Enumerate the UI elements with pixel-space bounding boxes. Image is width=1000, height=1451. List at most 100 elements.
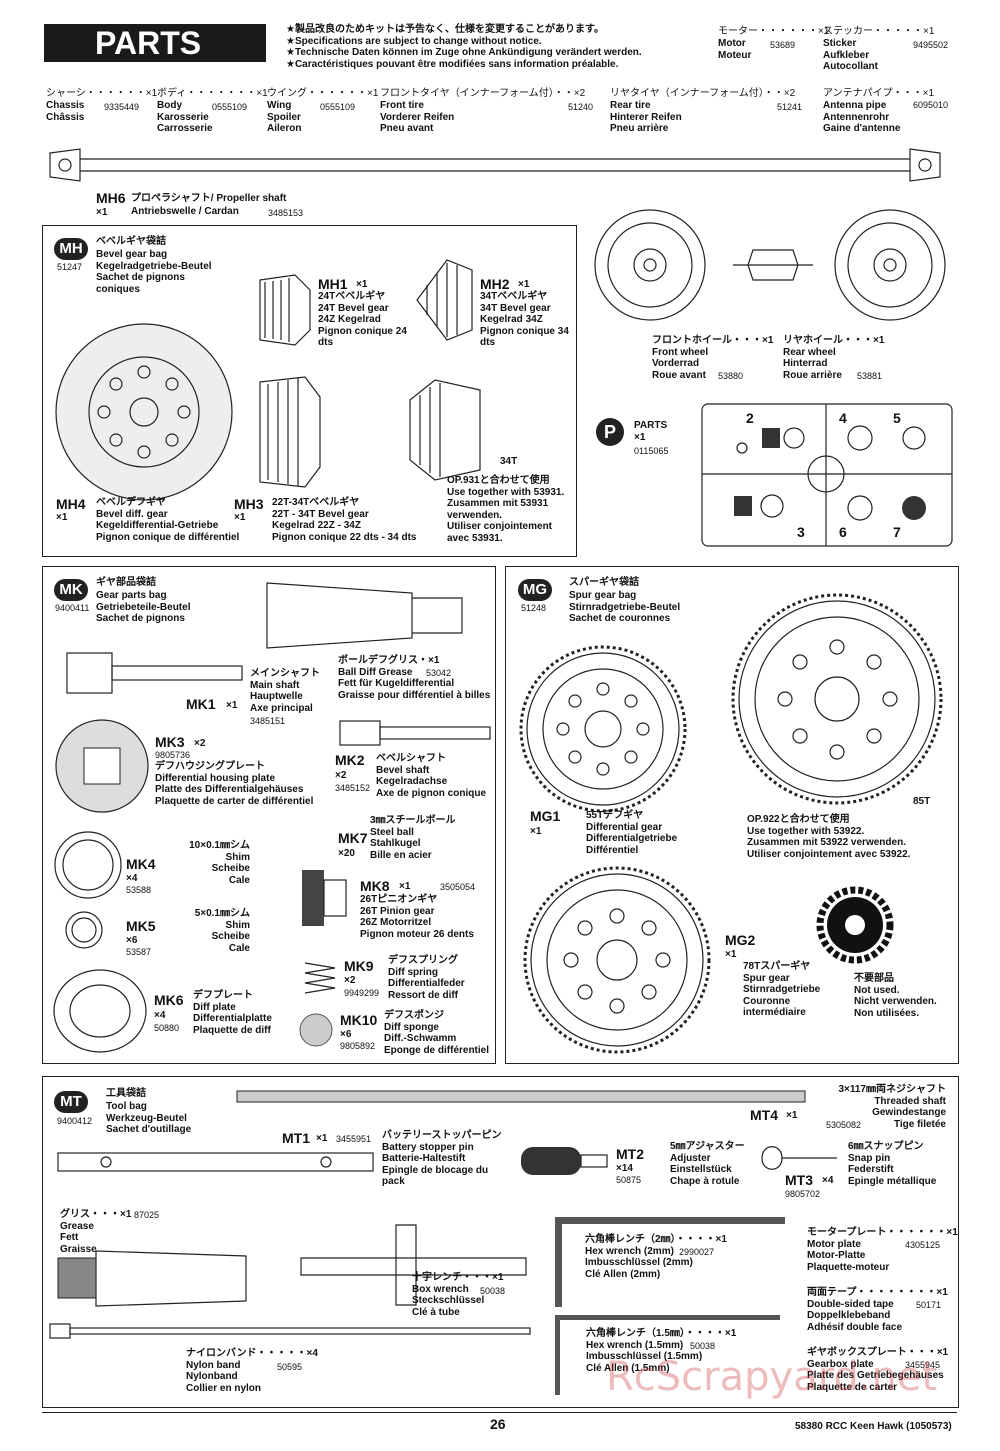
rear-tire-code: 51241 xyxy=(777,102,803,112)
mt3-label: MT3 xyxy=(785,1172,813,1188)
mt4-qty: ×1 xyxy=(786,1110,798,1121)
mk10-text: デフスポンジ Diff sponge Diff.-Schwamm Eponge … xyxy=(384,1010,490,1056)
mk9-spring-drawing xyxy=(304,962,336,994)
mk3-code: 9805736 xyxy=(155,750,191,760)
mt2-qty: ×14 xyxy=(616,1163,633,1174)
mk-bag-names: Gear parts bag Getriebeteile-Beutel Sach… xyxy=(96,590,191,624)
mk5-label: MK5 xyxy=(126,918,156,934)
mh2-label: MH2 xyxy=(480,276,510,292)
mk6-label: MK6 xyxy=(154,992,184,1008)
mk8-code: 3505054 xyxy=(440,882,476,892)
mk3-housing-plate-drawing xyxy=(55,719,149,813)
mk2-qty: ×2 xyxy=(335,770,347,781)
mt4-label: MT4 xyxy=(750,1107,778,1123)
p-num-2: 2 xyxy=(746,410,754,426)
mh6-label: MH6 xyxy=(96,190,126,206)
sticker-names: Sticker Aufkleber Autocollant xyxy=(823,38,878,72)
front-tire-code: 51240 xyxy=(568,102,594,112)
mg-bag-code: 51248 xyxy=(521,603,547,613)
chassis-jp: シャーシ・・・・・・×1 xyxy=(46,88,158,99)
mk7-label: MK7 xyxy=(338,830,368,846)
mk4-shim-drawing xyxy=(54,831,122,899)
watermark: RcScrapyard.net xyxy=(606,1354,938,1400)
gearbox-plate-code: 3455945 xyxy=(905,1360,941,1370)
grease-tube-2-drawing xyxy=(57,1250,247,1307)
sticker-code: 9495502 xyxy=(913,40,949,50)
mh-bag-code: 51247 xyxy=(57,262,83,272)
mk6-qty: ×4 xyxy=(154,1010,166,1021)
mg1-label: MG1 xyxy=(530,808,561,824)
p-parts-qty: ×1 xyxy=(634,432,646,443)
mk7-text: 3㎜スチールボール Steel ball Stahlkugel Bille en… xyxy=(370,815,456,861)
mt-bag-code: 9400412 xyxy=(57,1116,93,1126)
mt1-label: MT1 xyxy=(282,1130,310,1146)
mt-bag-names: Tool bag Werkzeug-Beutel Sachet d'outill… xyxy=(106,1101,192,1135)
rear-tire-jp: リヤタイヤ（インナーフォーム付）・・×2 xyxy=(610,88,796,99)
rear-wheel-text: リヤホイール・・・×1 Rear wheel Hinterrad Roue ar… xyxy=(783,335,885,381)
op931-note: OP.931と合わせて使用 Use together with 53931. Z… xyxy=(447,475,565,544)
motor-plate-text: モータープレート・・・・・・×1 Motor plate Motor-Platt… xyxy=(807,1227,958,1273)
propeller-shaft-drawing xyxy=(49,148,941,182)
p-parts-sprue-drawing xyxy=(701,403,953,547)
hex-15mm-code: 50038 xyxy=(690,1341,716,1351)
mt-bag-box xyxy=(42,1076,959,1408)
parts-banner xyxy=(44,24,266,62)
wheels-drawing xyxy=(594,209,946,321)
rear-wheel-code: 53881 xyxy=(857,371,883,381)
mk2-label: MK2 xyxy=(335,752,365,768)
mk4-qty: ×4 xyxy=(126,873,138,884)
mh-bag-jp: ベベルギヤ袋詰 xyxy=(96,236,166,247)
mt-bag-jp: 工具袋詰 xyxy=(106,1088,146,1099)
mh3-label: MH3 xyxy=(234,496,264,512)
sticker-jp: ステッカー・・・・・×1 xyxy=(823,26,935,37)
mt2-adjuster-drawing xyxy=(521,1147,608,1175)
mk-bag-box xyxy=(42,566,496,1064)
p-num-4: 4 xyxy=(839,410,847,426)
motor-plate-code: 4305125 xyxy=(905,1240,941,1250)
nylon-band-text: ナイロンバンド・・・・・×4 Nylon band Nylonband Coll… xyxy=(186,1348,318,1394)
mk8-pinion-drawing xyxy=(302,870,347,926)
mh4-label: MH4 xyxy=(56,496,86,512)
mh-bag-box xyxy=(42,225,577,557)
mk-grease-code: 53042 xyxy=(426,668,452,678)
mk1-label: MK1 xyxy=(186,696,216,712)
mk-grease-text: ボールデフグリス・×1 Ball Diff Grease Fett für Ku… xyxy=(338,655,491,701)
mt-grease-text: グリス・・・×1 Grease Fett Graisse xyxy=(60,1209,132,1255)
spec-notice: ★製品改良のためキットは予告なく、仕様を変更することがあります。 ★Specif… xyxy=(286,24,642,70)
p-num-5: 5 xyxy=(893,410,901,426)
mk4-label: MK4 xyxy=(126,856,156,872)
mk3-qty: ×2 xyxy=(194,738,206,749)
antenna-jp: アンテナパイプ・・・×1 xyxy=(823,88,935,99)
mk1-code: 3485151 xyxy=(250,716,286,726)
body-names: Body Karosserie Carrosserie xyxy=(157,100,213,134)
front-tire-names: Front tire Vorderer Reifen Pneu avant xyxy=(380,100,455,134)
p-num-6: 6 xyxy=(839,524,847,540)
mh1-gear-drawing xyxy=(259,274,311,346)
mt2-text: 5㎜アジャスター Adjuster Einstellstück Chape à … xyxy=(670,1141,745,1187)
mk2-shaft-drawing xyxy=(339,720,491,746)
p-parts-badge: P xyxy=(596,418,624,446)
mh3-qty: ×1 xyxy=(234,512,246,523)
mg-85t-label: 85T xyxy=(913,796,931,807)
nylon-band-drawing xyxy=(49,1323,531,1339)
front-tire-jp: フロントタイヤ（インナーフォーム付）・・×2 xyxy=(380,88,586,99)
chassis-code: 9335449 xyxy=(104,102,140,112)
p-parts-letter: P xyxy=(603,422,616,442)
page-title: PARTS xyxy=(95,25,202,61)
box-wrench-drawing xyxy=(300,1224,527,1306)
page-number: 26 xyxy=(490,1416,506,1432)
mh6-jp: プロペラシャフト/ Propeller shaft xyxy=(131,193,287,204)
mk2-code: 3485152 xyxy=(335,783,371,793)
mh6-code: 3485153 xyxy=(268,208,304,218)
chassis-names: Chassis Châssis xyxy=(46,100,85,123)
mt2-code: 50875 xyxy=(616,1175,642,1185)
mk8-text: 26Tピニオンギヤ 26T Pinion gear 26Z Motorritze… xyxy=(360,894,474,940)
mh3-gear-drawing xyxy=(259,376,321,488)
mt4-code: 5305082 xyxy=(826,1120,862,1130)
mk8-qty: ×1 xyxy=(399,881,411,892)
mt3-snap-pin-drawing xyxy=(761,1146,837,1170)
mg1-text: 55Tデフギヤ Differential gear Differentialge… xyxy=(586,810,678,856)
hex-2mm-text: 六角棒レンチ（2㎜）・・・・×1 Hex wrench (2mm) Imbuss… xyxy=(585,1234,727,1280)
mt1-code: 3455951 xyxy=(336,1134,372,1144)
mt4-text: 3×117㎜両ネジシャフト Threaded shaft Gewindestan… xyxy=(838,1084,946,1130)
